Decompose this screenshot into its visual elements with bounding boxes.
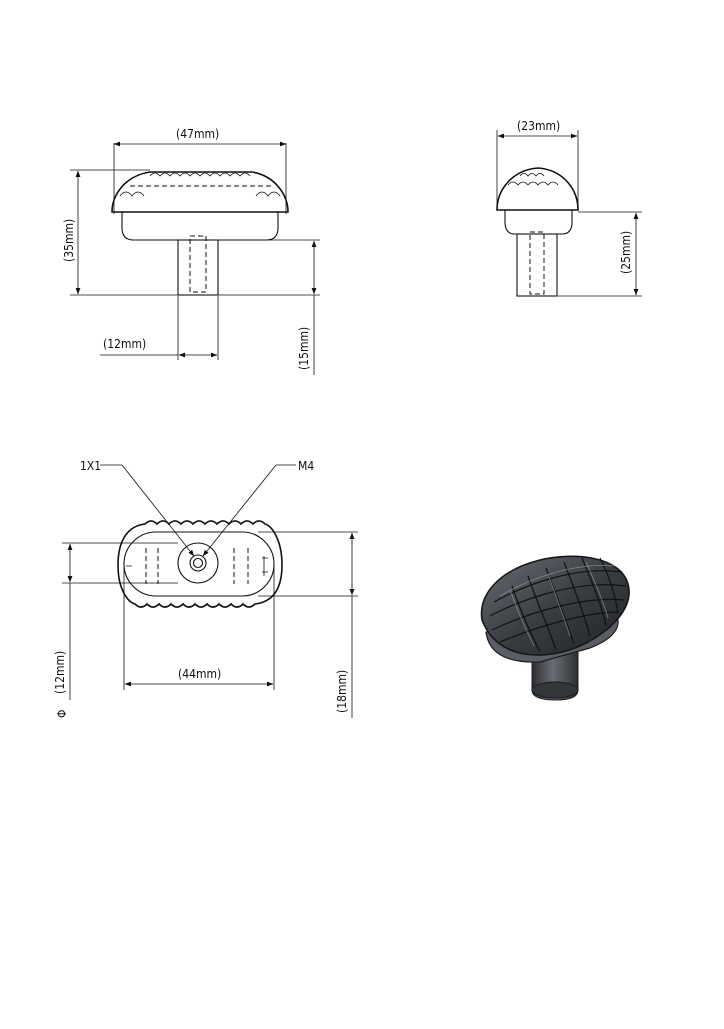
front-stem [177, 239, 219, 296]
front-cap-scallop [119, 172, 281, 197]
side-height-label: (25mm) [619, 231, 633, 274]
side-cap-texture [507, 173, 559, 186]
side-view: (23mm) (25mm) [496, 119, 642, 297]
side-stem-hole [529, 231, 545, 295]
render-cap [480, 555, 630, 656]
front-stem-diameter-label: (12mm) [103, 337, 146, 351]
front-view: (47mm) (35mm) (12mm) (15mm) [62, 127, 320, 375]
knob-3d-render [480, 555, 630, 701]
side-width-label: (23mm) [517, 119, 560, 133]
front-stem-length-label: (15mm) [297, 327, 311, 370]
side-body [504, 210, 573, 235]
bottom-inner-dashed [145, 548, 249, 584]
screw-hole-outer [189, 554, 207, 572]
bottom-stem-diameter-label: (12mm) [53, 651, 67, 694]
screw-hole-inner [192, 557, 204, 569]
bottom-inner-oval [123, 531, 275, 597]
bottom-view: 1X1 M4 (12mm) Φ (44mm) (18mm) [53, 459, 358, 718]
side-cap-outline [496, 167, 579, 211]
callout-1x1-label: 1X1 [80, 459, 101, 473]
diameter-symbol: Φ [55, 710, 69, 719]
side-stem [516, 233, 558, 297]
front-height-label: (35mm) [62, 219, 76, 262]
front-stem-hole [189, 235, 207, 293]
bottom-depth-label: (18mm) [335, 670, 349, 713]
bottom-length-label: (44mm) [178, 667, 221, 681]
screw-boss [177, 542, 219, 584]
bottom-scalloped-outline [117, 520, 283, 608]
callout-m4-label: M4 [298, 459, 314, 473]
front-width-label: (47mm) [176, 127, 219, 141]
